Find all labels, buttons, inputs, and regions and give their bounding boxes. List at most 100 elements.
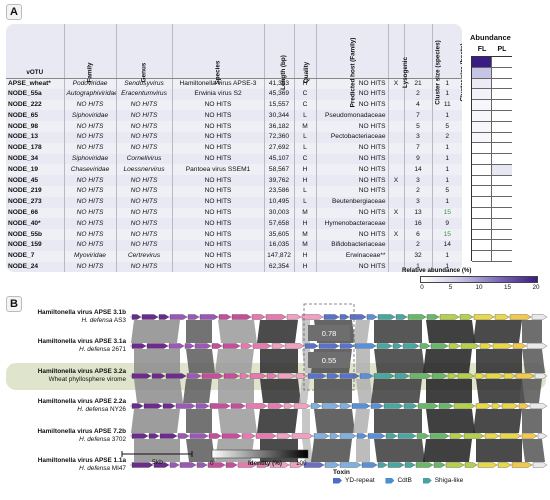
gene-arrow (131, 403, 144, 409)
cell-lysogenic (388, 110, 405, 122)
gene-arrow (269, 462, 290, 468)
heatmap-cell-fl (472, 175, 492, 187)
cell-host: Erwinaceae** (316, 250, 389, 262)
cell-lysogenic (388, 121, 405, 132)
colorbar (420, 276, 538, 283)
heatmap-cell-pl (492, 110, 512, 122)
cell-lysogenic (388, 153, 405, 165)
cell-cs_hosts: 1 (432, 164, 462, 176)
col-header-2: Genus (116, 24, 173, 82)
cell-family: NO HITS (64, 207, 117, 219)
identity-ribbon (218, 320, 257, 343)
colorbar-tick: 15 (503, 284, 511, 291)
gene-arrow (225, 462, 238, 468)
cell-cs_species: 21 (404, 78, 433, 89)
gene-arrow (426, 314, 440, 320)
identity-ribbon (215, 349, 254, 373)
gene-arrow (307, 373, 327, 379)
identity-ribbon (302, 409, 310, 433)
cell-host: NO HITS (316, 88, 389, 100)
heatmap-cell-fl (472, 121, 492, 133)
identity-ribbon (423, 439, 472, 462)
cell-lysogenic: X (388, 78, 405, 89)
gene-arrow (376, 343, 393, 349)
cell-species: NO HITS (172, 196, 265, 208)
host-strain: 3702 (111, 435, 126, 443)
gene-arrow (392, 343, 403, 349)
gene-arrow (201, 373, 224, 379)
gene-arrow (199, 314, 219, 320)
cell-genus: NO HITS (116, 185, 173, 197)
cell-votu: NODE_178 (6, 142, 65, 154)
identity-ribbon (371, 379, 422, 403)
cell-quality: L (294, 142, 317, 154)
gene-arrow (276, 433, 292, 439)
cell-family: NO HITS (64, 229, 117, 240)
identity-ribbon (134, 439, 180, 462)
cell-votu: NODE_65 (6, 110, 65, 122)
heatmap-col-pl: PL (497, 46, 507, 53)
cell-lysogenic (388, 261, 405, 272)
identity-ribbon (218, 379, 254, 403)
cell-genus: Certrevirus (116, 250, 173, 262)
identity-ribbon (186, 439, 215, 462)
gene-arrow (175, 403, 196, 409)
gene-arrow (241, 433, 256, 439)
identity-ribbon (134, 349, 180, 373)
identity-ribbon (257, 409, 298, 433)
cell-host: Beutenbergiaceae (316, 196, 389, 208)
cell-cs_hosts: 5 (432, 121, 462, 132)
cell-quality: H (294, 218, 317, 230)
cell-quality: H (294, 261, 317, 272)
cell-host: NO HITS (316, 207, 389, 219)
heatmap-cell-pl (492, 143, 512, 155)
heatmap-cell-pl (492, 208, 512, 219)
gene-arrow (394, 373, 410, 379)
gene-arrow (148, 433, 160, 439)
heatmap-cell-pl (492, 89, 512, 101)
cell-family: Chaseviridae (64, 164, 117, 176)
col-header-5: Quality (294, 24, 317, 83)
cell-cs_hosts: 14 (443, 241, 451, 249)
cell-species: NO HITS (172, 121, 265, 132)
shiga-like-swatch (422, 477, 432, 484)
col-header-3: Species (172, 24, 265, 84)
gene-arrow (146, 343, 169, 349)
gene-arrow (354, 343, 377, 349)
cell-host: Pectobacteriaceae (316, 131, 389, 143)
cell-family: Siphoviridae (64, 153, 117, 165)
identity-ribbon (186, 409, 212, 433)
gene-arrow (359, 373, 374, 379)
panel-a-label: A (6, 4, 22, 20)
genome-host: H. defensa 3702 (6, 436, 126, 444)
gene-arrow (168, 343, 185, 349)
cell-cs_hosts: 1 (445, 154, 450, 162)
host-species: H. defensa (79, 464, 110, 472)
genome-host: H. defensa 2671 (6, 346, 126, 354)
gene-arrow (339, 343, 355, 349)
gene-arrow (448, 343, 461, 349)
cell-host: Hymenobacteraceae (316, 218, 389, 230)
identity-ribbon (356, 349, 370, 373)
cell-lysogenic (388, 218, 405, 230)
heatmap-cell-fl (472, 143, 492, 155)
gene-arrow (240, 343, 253, 349)
gene-arrow (218, 314, 232, 320)
gene-arrow (293, 403, 311, 409)
gene-arrow (177, 433, 190, 439)
gene-arrow (484, 433, 500, 439)
identity-ribbon (476, 349, 522, 373)
gene-arrow (460, 343, 480, 349)
col-header-label: Genus (140, 62, 148, 82)
identity-ribbon (183, 379, 212, 403)
cell-family: NO HITS (64, 175, 117, 186)
gene-arrow (403, 403, 418, 409)
gene-arrow (433, 462, 446, 468)
yd-repeat-label: YD-repeat (345, 477, 375, 484)
identity-ribbon (356, 379, 373, 403)
cell-cs_species: 3 (404, 196, 433, 208)
